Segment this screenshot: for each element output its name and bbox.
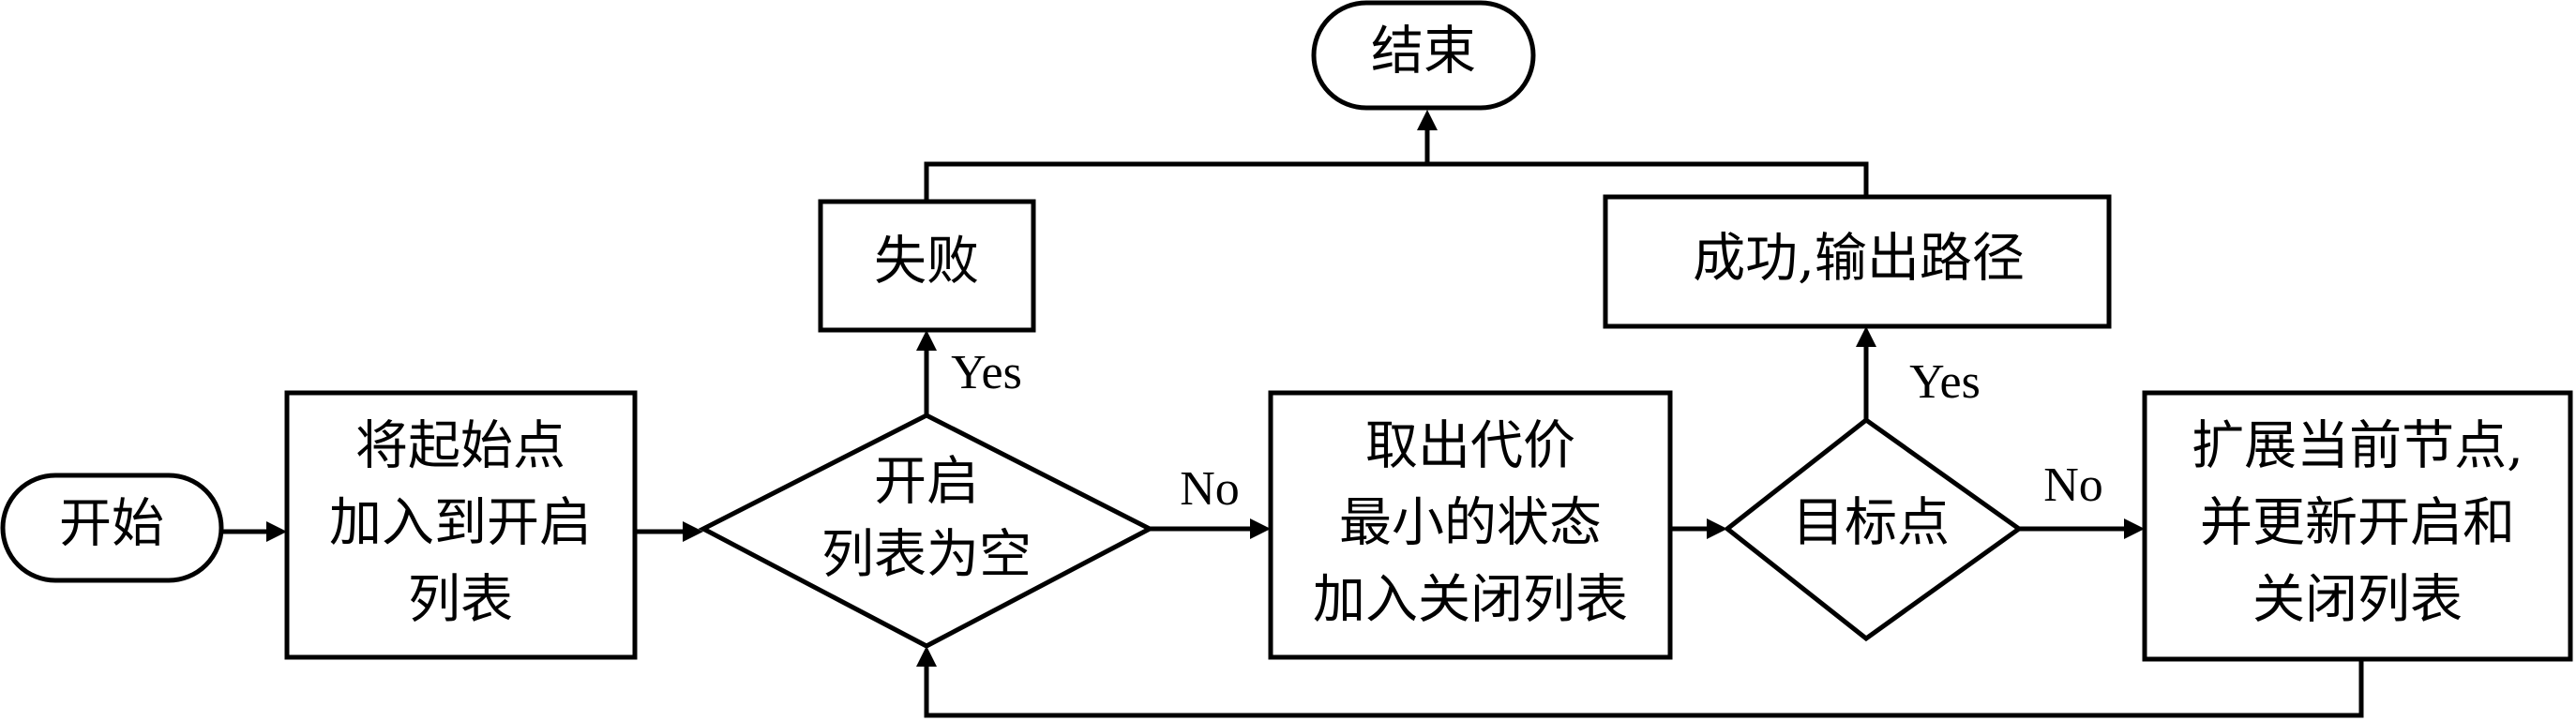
node-fail: 失败 [818,199,1036,333]
arrowhead-expand-loop-back [916,646,937,667]
node-success: 成功,输出路径 [1603,194,2112,329]
node-pop-min-line-1: 取出代价 [1365,416,1575,477]
pop-min-process-shape [1268,390,1673,660]
label-open-empty-yes: Yes [951,346,1022,399]
node-pop-min-line-2: 最小的状态 [1339,493,1602,554]
end-terminal-shape [1311,0,1536,111]
edge-expand-loop-back [924,659,2364,718]
arrowhead-is-target-to-success [1856,326,1876,347]
arrowhead-open-empty-to-pop-min [1250,518,1271,539]
arrowhead-start-to-add-start [266,521,287,542]
is-target-decision-shape [1723,416,2024,642]
edges [221,110,2364,718]
node-expand: 扩展当前节点, 并更新开启和 关闭列表 [2142,390,2573,662]
node-end: 结束 [1311,0,1536,111]
arrowhead-open-empty-to-fail [916,330,937,351]
node-add-start: 将起始点 加入到开启 列表 [284,390,638,660]
expand-process-shape [2142,390,2573,662]
label-is-target-yes: Yes [1909,355,1981,409]
arrowhead-is-target-to-expand [2124,518,2145,539]
add-start-process-shape [284,390,638,660]
success-process-shape [1603,194,2112,329]
edge-labels: Yes No Yes No [951,346,2103,516]
node-add-start-line-3: 列表 [408,570,513,631]
node-open-empty-line-1: 开启 [874,452,979,513]
node-pop-min: 取出代价 最小的状态 加入关闭列表 [1268,390,1673,660]
node-end-line-1: 结束 [1371,22,1476,83]
node-is-target: 目标点 [1723,416,2024,642]
node-add-start-line-1: 将起始点 [355,416,565,477]
label-is-target-no: No [2043,458,2103,512]
edge-fail-to-merge [924,161,1427,202]
node-is-target-line-1: 目标点 [1792,493,1950,554]
node-success-line-1: 成功,输出路径 [1693,229,2025,290]
arrowhead-merge-to-end [1417,110,1438,130]
node-add-start-line-2: 加入到开启 [329,493,592,554]
node-expand-line-3: 关闭列表 [2252,570,2463,631]
node-pop-min-line-3: 加入关闭列表 [1313,570,1628,631]
node-open-empty-line-2: 列表为空 [821,525,1032,586]
node-expand-line-2: 并更新开启和 [2200,493,2515,554]
node-fail-line-1: 失败 [874,232,979,293]
arrowhead-pop-min-to-is-target [1707,518,1727,539]
start-terminal-shape [0,473,224,583]
node-expand-line-1: 扩展当前节点, [2192,416,2523,477]
nodes: 开始 结束 将起始点 加入到开启 列表 开启 列表为空 失败 取出代价 [0,0,2573,662]
node-open-empty: 开启 列表为空 [698,413,1155,649]
node-start-line-1: 开始 [59,494,164,555]
edge-success-to-merge [1427,161,1869,197]
arrowhead-add-start-to-open-empty [683,521,703,542]
label-open-empty-no: No [1180,462,1240,516]
node-start: 开始 [0,473,224,583]
open-empty-decision-shape [698,413,1155,649]
fail-process-shape [818,199,1036,333]
